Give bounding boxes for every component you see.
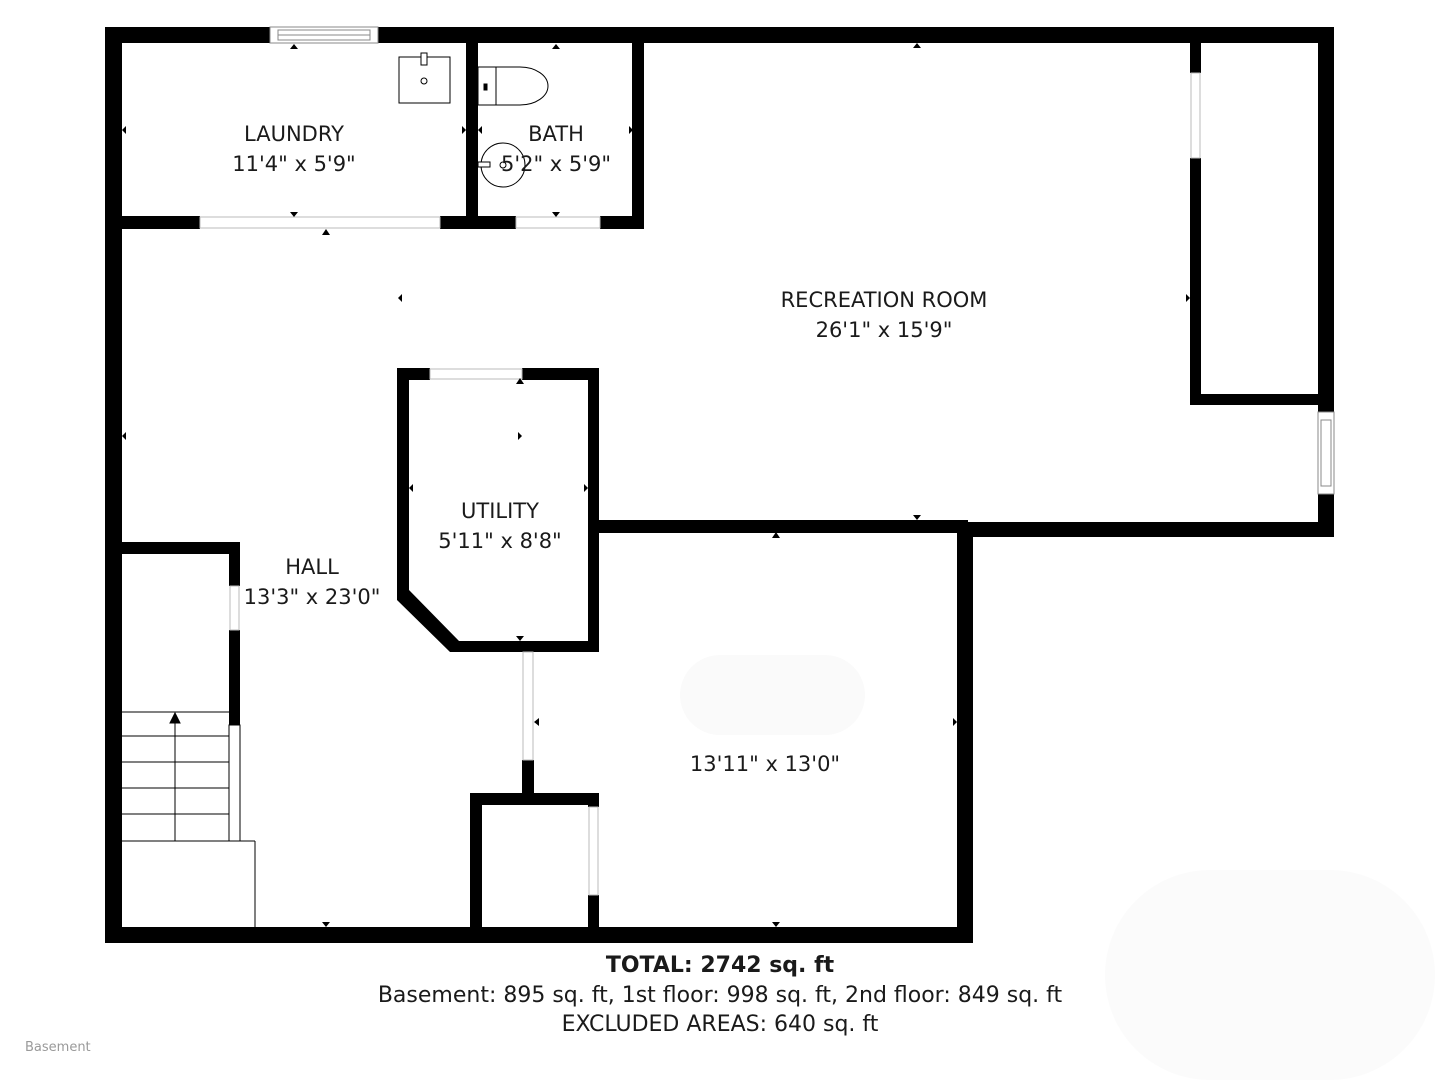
room-label-bath: BATH 5'2" x 5'9" [501,119,611,179]
room-dimensions: 13'3" x 23'0" [243,585,381,609]
room-label-utility: UTILITY 5'11" x 8'8" [438,496,561,556]
room-label-laundry: LAUNDRY 11'4" x 5'9" [232,119,355,179]
room-label-unnamed: 13'11" x 13'0" [690,749,840,779]
bath-sink-icon [477,142,526,188]
interior-walls [122,43,1318,935]
stairs [122,711,256,927]
room-name: LAUNDRY [244,122,344,146]
toilet-icon [477,66,549,106]
room-name: BATH [528,122,584,146]
room-name: RECREATION ROOM [780,288,988,312]
room-dimensions: 11'4" x 5'9" [232,152,356,176]
room-dimensions: 26'1" x 15'9" [815,318,953,342]
laundry-window [269,26,379,44]
total-area: TOTAL: 2742 sq. ft [605,953,835,978]
room-label-hall: HALL 13'3" x 23'0" [244,552,381,612]
exterior-walls [105,27,1334,943]
room-dimensions: 5'2" x 5'9" [500,152,612,176]
room-dimensions: 13'11" x 13'0" [689,752,841,776]
room-name: UTILITY [461,499,539,523]
measurement-ticks [122,43,1190,927]
excluded-areas: EXCLUDED AREAS: 640 sq. ft [561,1012,879,1037]
faded-corner-overlay [1105,870,1435,1080]
room-name: HALL [285,555,339,579]
floor-name: Basement [25,1040,91,1055]
floor-breakdown: Basement: 895 sq. ft, 1st floor: 998 sq.… [377,983,1063,1008]
blurred-room-name [680,655,865,735]
laundry-sink-icon [398,52,451,104]
room-label-recreation: RECREATION ROOM 26'1" x 15'9" [781,285,988,345]
recreation-window [1317,411,1335,495]
room-dimensions: 5'11" x 8'8" [438,529,562,553]
openings [199,72,1201,896]
